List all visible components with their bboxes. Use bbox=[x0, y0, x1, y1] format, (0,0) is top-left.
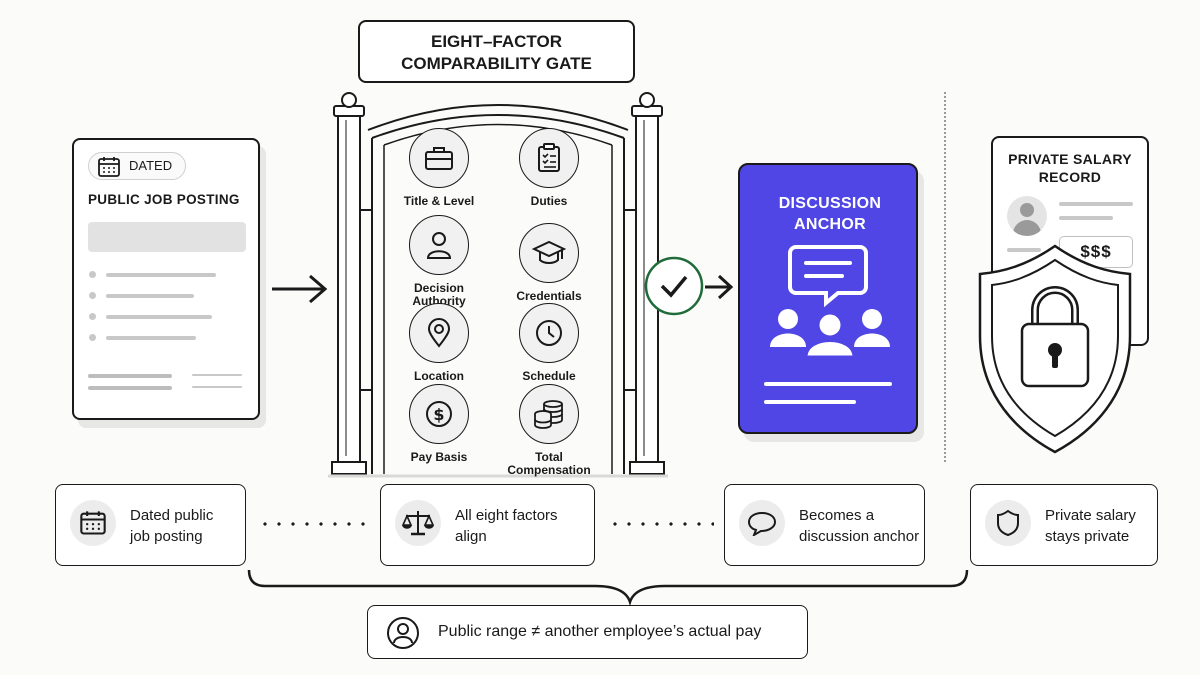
job-posting-title: PUBLIC JOB POSTING bbox=[88, 192, 240, 207]
factor-label: Decision Authority bbox=[412, 281, 466, 308]
salary-title-line1: PRIVATE SALARY bbox=[1008, 151, 1132, 167]
text-line bbox=[88, 386, 172, 390]
scales-icon bbox=[402, 511, 434, 536]
checklist-icon bbox=[538, 143, 560, 172]
gate-title: EIGHT–FACTOR COMPARABILITY GATE bbox=[358, 20, 635, 83]
text-line bbox=[192, 374, 242, 376]
text-line bbox=[764, 382, 892, 386]
coin-stack-icon bbox=[534, 400, 563, 429]
factor-label: Schedule bbox=[522, 369, 576, 383]
note-callout: Public range ≠ another employee’s actual… bbox=[367, 605, 808, 659]
dotted-connector bbox=[258, 522, 370, 526]
factor-location: Location bbox=[384, 303, 494, 383]
shield-icon bbox=[997, 509, 1019, 537]
group-discussion-icon bbox=[770, 245, 890, 359]
text-line bbox=[764, 400, 856, 404]
discussion-anchor-title: DISCUSSION ANCHOR bbox=[740, 193, 920, 235]
shield-lock-icon bbox=[978, 244, 1132, 454]
factor-label: Duties bbox=[530, 194, 568, 208]
grouping-brace bbox=[247, 569, 969, 607]
factor-label: Credentials bbox=[516, 289, 582, 303]
posting-header-bar bbox=[88, 222, 246, 252]
graduation-cap-icon bbox=[532, 240, 566, 264]
factor-label: Title & Level bbox=[403, 194, 475, 208]
factor-label: Location bbox=[414, 369, 464, 383]
svg-text:$: $ bbox=[433, 405, 444, 424]
text-line bbox=[88, 374, 172, 378]
bullet-dot bbox=[89, 313, 96, 320]
factor-grid: Title & Level Duties Decision Authority … bbox=[384, 128, 612, 477]
calendar-icon bbox=[80, 511, 106, 535]
factor-schedule: Schedule bbox=[494, 303, 604, 383]
map-pin-icon bbox=[427, 318, 451, 348]
gate-title-line1: EIGHT–FACTOR bbox=[431, 32, 562, 51]
text-line bbox=[192, 386, 242, 388]
anchor-title-line2: ANCHOR bbox=[793, 216, 867, 233]
text-line bbox=[106, 315, 212, 319]
avatar bbox=[1007, 196, 1047, 236]
factor-title-level: Title & Level bbox=[384, 128, 494, 208]
factor-label: Total Compensation bbox=[507, 450, 591, 477]
clock-icon bbox=[536, 320, 562, 346]
person-icon bbox=[426, 232, 452, 259]
speech-bubble-icon bbox=[747, 511, 777, 536]
privacy-divider bbox=[944, 92, 946, 462]
arrow-right-icon bbox=[272, 274, 328, 304]
anchor-title-line1: DISCUSSION bbox=[778, 195, 882, 212]
factor-pay-basis: $ Pay Basis bbox=[384, 384, 494, 464]
public-job-posting-card: DATED PUBLIC JOB POSTING bbox=[72, 138, 260, 420]
person-icon bbox=[387, 617, 419, 649]
text-line bbox=[1059, 216, 1113, 220]
check-circle-icon bbox=[644, 256, 704, 316]
dotted-connector bbox=[608, 522, 714, 526]
factor-credentials: Credentials bbox=[494, 223, 604, 303]
text-line bbox=[1007, 248, 1041, 252]
bullet-dot bbox=[89, 271, 96, 278]
note-text: Public range ≠ another employee’s actual… bbox=[438, 623, 762, 640]
salary-amount: $$$ bbox=[1059, 236, 1133, 268]
discussion-anchor-card: DISCUSSION ANCHOR bbox=[738, 163, 918, 434]
salary-record-title: PRIVATE SALARY RECORD bbox=[993, 150, 1147, 186]
dollar-coin-icon: $ bbox=[426, 401, 452, 427]
salary-title-line2: RECORD bbox=[1038, 169, 1102, 185]
factor-duties: Duties bbox=[494, 128, 604, 208]
factor-label: Pay Basis bbox=[410, 450, 468, 464]
calendar-icon bbox=[98, 157, 120, 177]
factor-total-compensation: Total Compensation bbox=[494, 384, 604, 477]
briefcase-icon bbox=[425, 147, 453, 170]
text-line bbox=[106, 336, 196, 340]
text-line bbox=[106, 294, 194, 298]
bullet-dot bbox=[89, 334, 96, 341]
check-arrow bbox=[644, 256, 734, 316]
bullet-dot bbox=[89, 292, 96, 299]
text-line bbox=[106, 273, 216, 277]
gate-title-line2: COMPARABILITY GATE bbox=[401, 54, 592, 73]
factor-decision-authority: Decision Authority bbox=[384, 215, 494, 308]
dated-badge-label: DATED bbox=[129, 158, 173, 173]
text-line bbox=[1059, 202, 1133, 206]
dated-badge: DATED bbox=[88, 152, 186, 180]
